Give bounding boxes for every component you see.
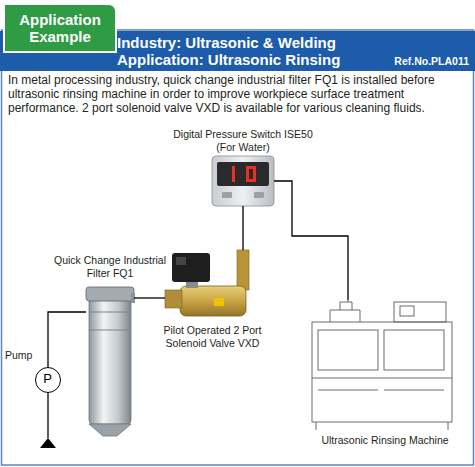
description-text: In metal processing industry, quick chan… [8, 73, 470, 115]
filter: Quick Change Industrial Filter FQ1 [86, 286, 134, 436]
machine-line [312, 378, 452, 379]
machine-panel [394, 302, 446, 322]
switch-button [254, 192, 264, 198]
valve-outlet [237, 250, 249, 290]
machine-tank [318, 330, 378, 370]
led-segment [246, 166, 249, 182]
filter-label: Quick Change Industrial Filter FQ1 [50, 254, 170, 279]
led-segment [232, 166, 235, 182]
machine-leg [316, 422, 317, 430]
machine-line [318, 390, 378, 391]
machine-cabinet [312, 322, 452, 422]
machine-hood [330, 310, 360, 322]
industry-heading: Industry: Ultrasonic & Welding [117, 34, 336, 51]
filter-cap [86, 287, 134, 301]
valve-inlet [165, 290, 182, 308]
switch-body [212, 156, 274, 206]
tank-symbol [40, 438, 56, 448]
led-segment [253, 166, 256, 182]
machine-line [348, 300, 349, 302]
switch-display [217, 162, 269, 186]
machine-tank [384, 330, 444, 370]
header-tab: Application Example [3, 3, 117, 53]
pump-label: Pump [5, 349, 32, 362]
rinsing-machine-box: Ultrasonic Rinsing Machine [305, 300, 465, 432]
header-tab-text: Application Example [5, 11, 115, 45]
machine-label: Ultrasonic Rinsing Machine [305, 434, 465, 447]
application-heading: Application: Ultrasonic Rinsing [117, 51, 340, 68]
pipe-line [48, 312, 86, 367]
machine-panel [400, 306, 414, 316]
pipe-line [242, 206, 243, 250]
suction-line [47, 393, 48, 438]
filter-bottom [89, 424, 131, 436]
filter-housing [89, 298, 131, 424]
filter-band [89, 312, 131, 313]
pipe-line [274, 181, 348, 300]
valve-body [180, 286, 246, 316]
valve-label: Pilot Operated 2 Port Solenoid Valve VXD [155, 324, 270, 349]
pump-symbol: PumpP [35, 367, 61, 393]
coil-terminal [176, 257, 186, 265]
solenoid-valve: Pilot Operated 2 Port Solenoid Valve VXD [165, 250, 250, 320]
pressure-switch: Digital Pressure Switch ISE50 (For Water… [212, 156, 274, 206]
frame-border [2, 30, 474, 465]
valve-tag [214, 298, 224, 306]
pipe-line [134, 297, 165, 298]
filter-band [89, 330, 131, 331]
switch-label: Digital Pressure Switch ISE50 (For Water… [168, 128, 318, 153]
valve-coil [172, 253, 210, 282]
machine-hood [340, 302, 352, 310]
rinsing-machine [312, 300, 452, 430]
reference-number: Ref.No.PLA011 [394, 55, 469, 68]
switch-button [222, 192, 232, 198]
machine-line [384, 390, 444, 391]
pump-letter: P [36, 371, 59, 387]
machine-leg [448, 422, 449, 430]
